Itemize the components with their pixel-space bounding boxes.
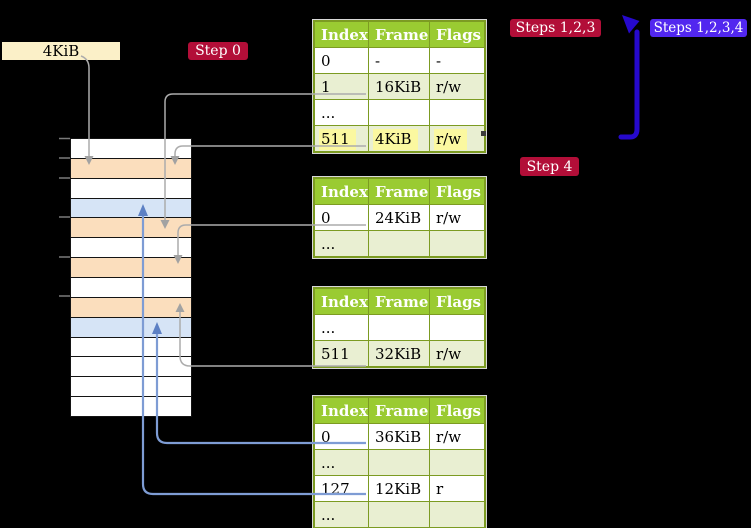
memory-row-white — [71, 278, 191, 298]
table-cell: r/w — [429, 204, 486, 231]
table-cell: - — [429, 47, 486, 74]
table-cell: 511 — [313, 125, 369, 153]
table-cell: 0 — [313, 47, 369, 74]
table-cell: r/w — [429, 73, 486, 100]
memory-row-orange — [71, 258, 191, 279]
memory-row-blue — [71, 317, 191, 338]
table-cell — [368, 314, 430, 341]
table-cell — [368, 230, 430, 258]
table-cell: ... — [313, 230, 369, 258]
table-cell — [368, 449, 430, 476]
memory-row-orange — [71, 158, 191, 179]
table-cell: ... — [313, 314, 369, 341]
column-header: Frame — [368, 177, 430, 205]
table-cell: - — [368, 47, 430, 74]
memory-row-white — [71, 139, 191, 159]
table-cell: r/w — [429, 423, 486, 450]
column-header: Flags — [429, 20, 486, 48]
memory-row-white — [71, 238, 191, 259]
table-cell: 127 — [313, 475, 369, 502]
table-cell: 32KiB — [368, 340, 430, 368]
table-cell: ... — [313, 99, 369, 126]
badge-steps-1-2-3: Steps 1,2,3 — [510, 19, 601, 37]
table-cell: r/w — [429, 340, 486, 368]
table-cell: 36KiB — [368, 423, 430, 450]
table-row: 0-- — [313, 47, 486, 74]
table-cell: r — [429, 475, 486, 502]
table-row: ... — [313, 501, 486, 528]
table-cell — [429, 99, 486, 126]
table-cell: 4KiB — [368, 125, 430, 153]
memory-tick-marks — [59, 137, 70, 297]
table-cell: 511 — [313, 340, 369, 368]
column-header: Frame — [368, 287, 430, 315]
column-header: Index — [313, 287, 369, 315]
table-cell: ... — [313, 501, 369, 528]
memory-row-white — [71, 357, 191, 378]
table-row: ... — [313, 230, 486, 258]
badge-step-0: Step 0 — [188, 42, 248, 60]
table-row: 511 4KiB r/w — [313, 125, 486, 153]
highlighted-value: 4KiB — [373, 128, 418, 150]
column-header: Index — [313, 396, 369, 424]
memory-row-orange — [71, 297, 191, 318]
column-header: Flags — [429, 177, 486, 205]
memory-row-orange — [71, 218, 191, 239]
loop-arrow-recursive — [618, 15, 640, 140]
table-cell — [429, 501, 486, 528]
memory-row-blue — [71, 198, 191, 219]
column-header: Flags — [429, 396, 486, 424]
memory-row-white — [71, 178, 191, 199]
table-cell: r/w — [429, 125, 486, 153]
table-cell — [368, 99, 430, 126]
table-cell — [429, 449, 486, 476]
highlighted-value: 511 — [319, 128, 356, 150]
column-header: Flags — [429, 287, 486, 315]
table-row: ... — [313, 314, 486, 341]
column-header: Frame — [368, 396, 430, 424]
table-cell: 1 — [313, 73, 369, 100]
table-cell: 12KiB — [368, 475, 430, 502]
table-cell: 24KiB — [368, 204, 430, 231]
memory-row-white — [71, 377, 191, 398]
column-header: Index — [313, 177, 369, 205]
column-header: Frame — [368, 20, 430, 48]
table-cell: 0 — [313, 423, 369, 450]
column-header: Index — [313, 20, 369, 48]
table-cell: 16KiB — [368, 73, 430, 100]
table-row: ... — [313, 449, 486, 476]
table-cell: 0 — [313, 204, 369, 231]
frame-size-label: 4KiB — [2, 42, 120, 60]
table-cell — [429, 230, 486, 258]
memory-row-white — [71, 337, 191, 358]
table-row: ... — [313, 99, 486, 126]
badge-steps-1-2-3-4: Steps 1,2,3,4 — [650, 19, 747, 37]
highlighted-value: r/w — [434, 128, 468, 150]
physical-memory-strip — [70, 138, 192, 417]
table-cell: ... — [313, 449, 369, 476]
table-cell — [368, 501, 430, 528]
badge-step-4: Step 4 — [520, 157, 579, 176]
table-cell — [429, 314, 486, 341]
memory-row-white — [71, 397, 191, 417]
